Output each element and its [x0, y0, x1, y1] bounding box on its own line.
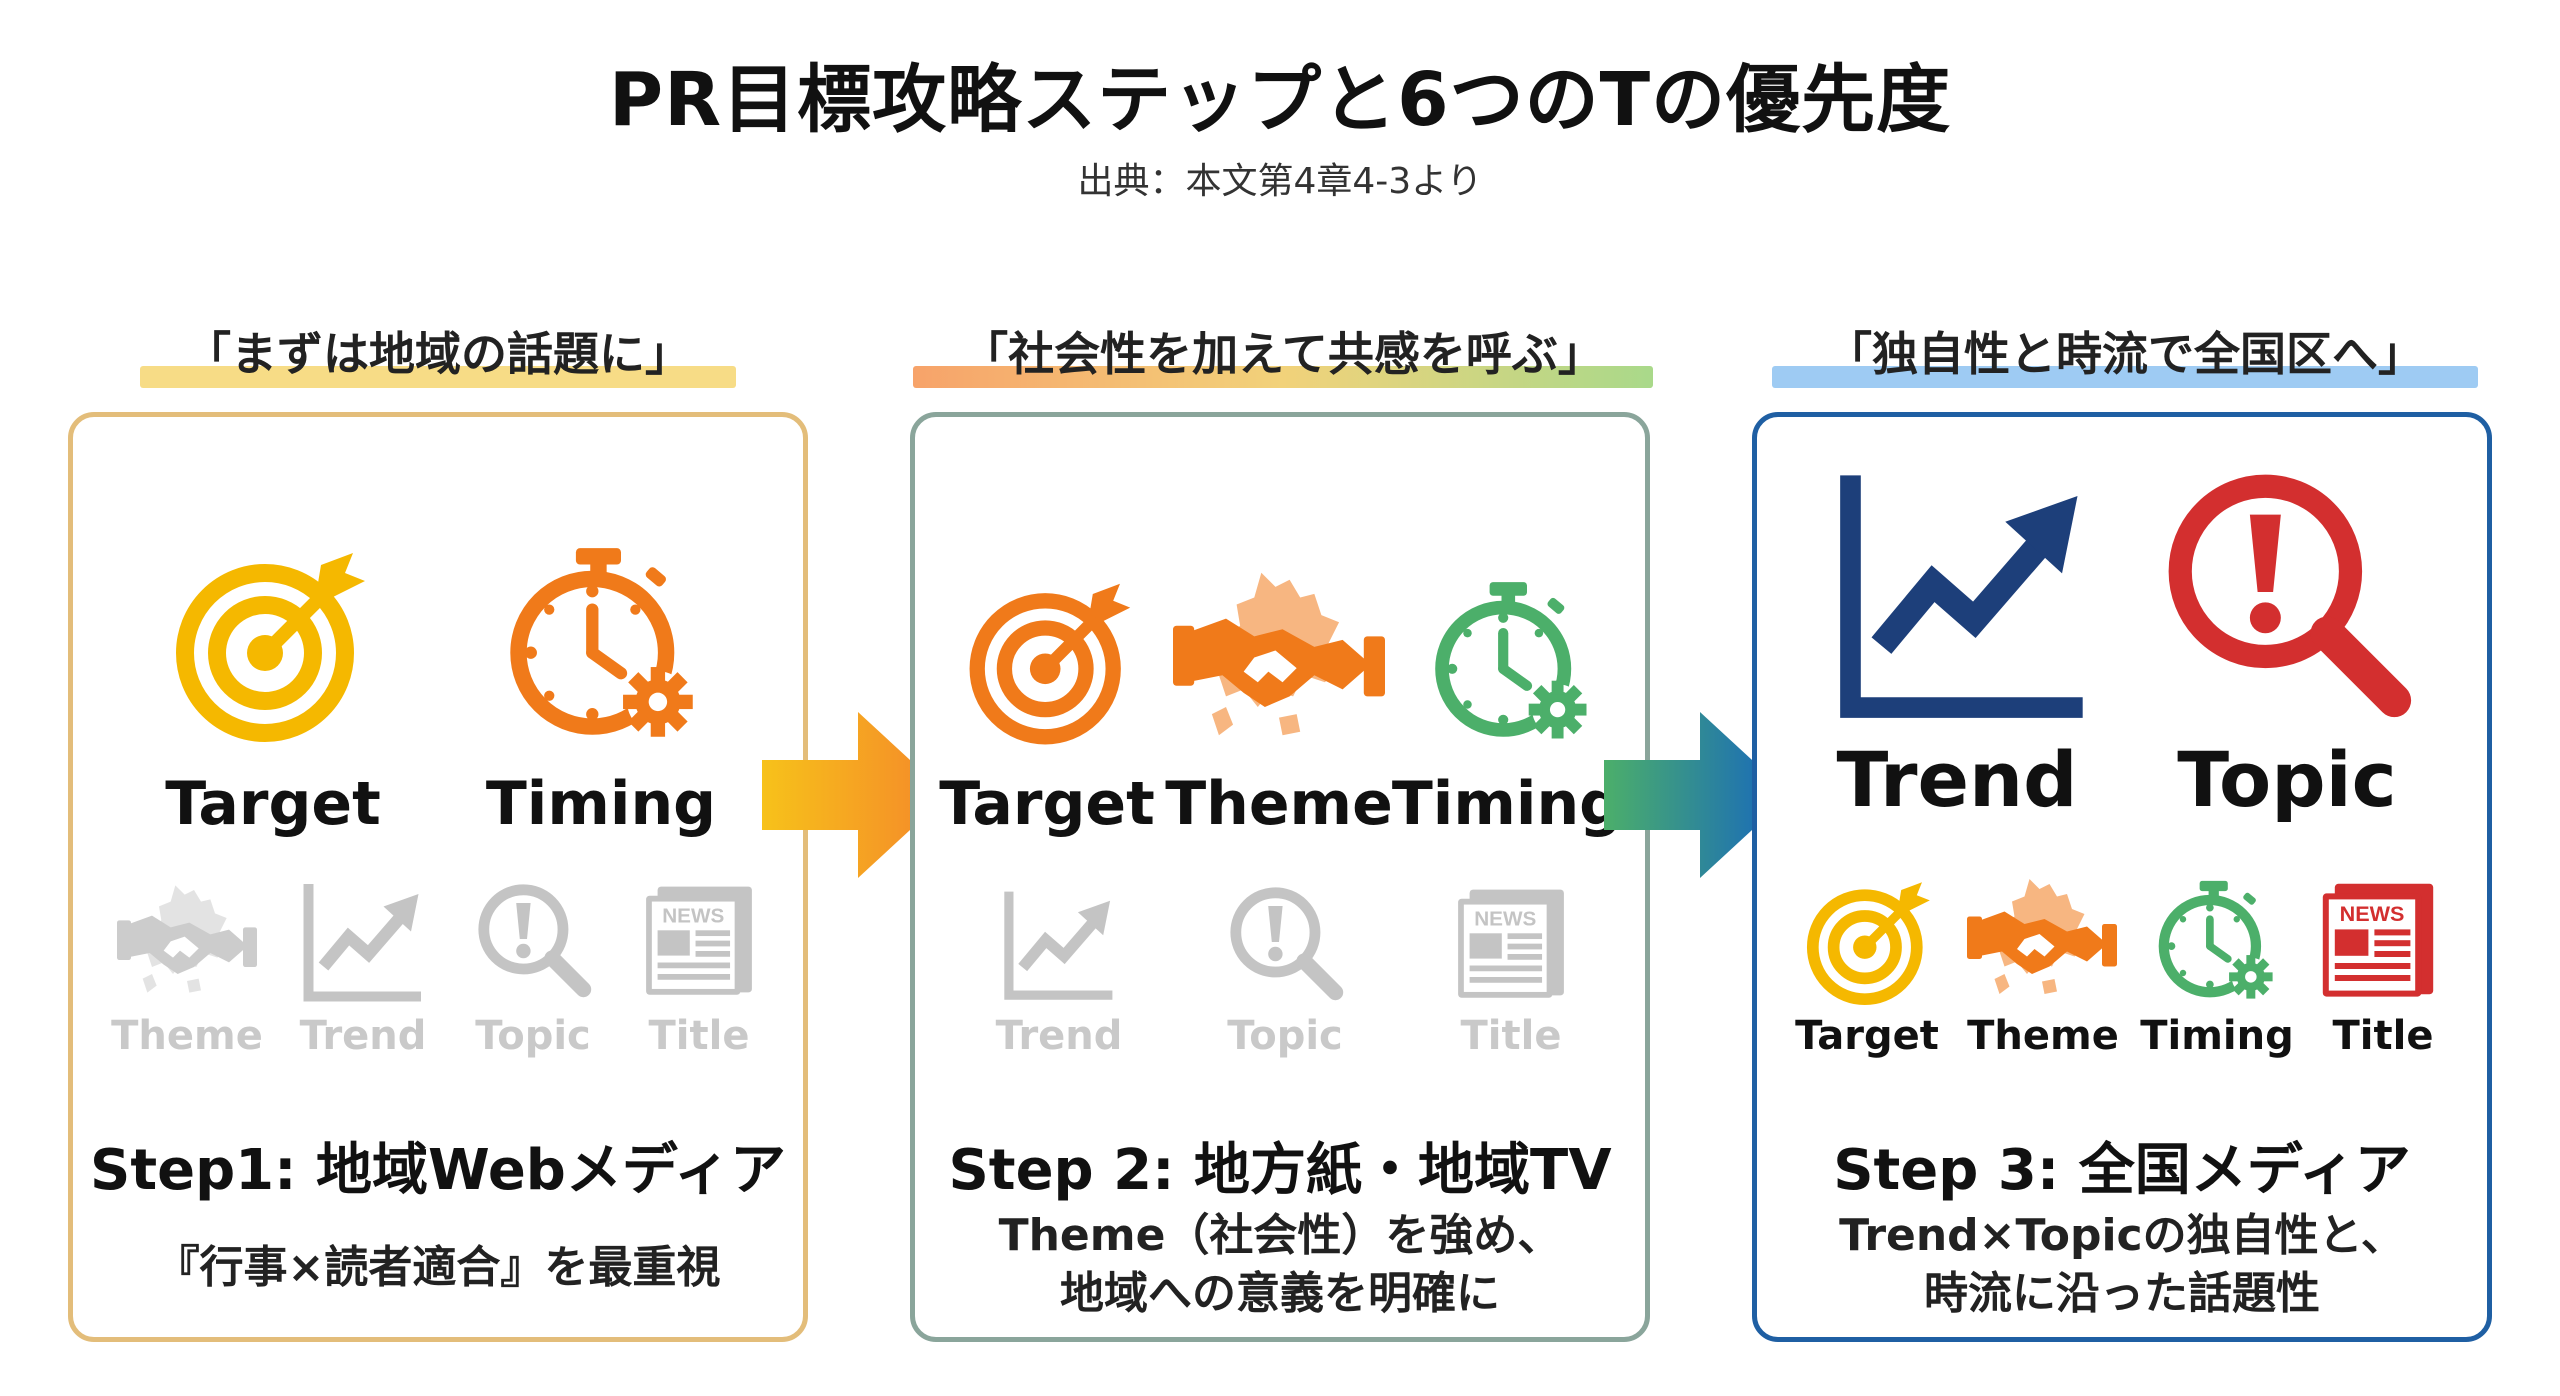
step3-caption-text: 「独自性と時流で全国区へ」 — [1826, 327, 2424, 381]
secondary-label-trend: Trend — [995, 1013, 1123, 1059]
trend-chart-icon — [1829, 465, 2099, 723]
secondary-label-theme: Theme — [111, 1013, 263, 1059]
primary-label-topic: Topic — [2177, 735, 2397, 824]
step2-description-line1: Theme（社会性）を強め、 — [998, 1210, 1562, 1261]
step3-description-line1: Trend×Topicの独自性と、 — [1839, 1210, 2405, 1261]
step1-caption: 「まずは地域の話題に」 — [140, 318, 736, 390]
step2-caption: 「社会性を加えて共感を呼ぶ」 — [913, 318, 1653, 390]
primary-label-timing: Timing — [1391, 769, 1623, 839]
secondary-label-topic: Topic — [1227, 1013, 1343, 1059]
stopwatch-gear-icon — [2151, 877, 2279, 1005]
handshake-icon — [1173, 559, 1385, 749]
step1-caption-text: 「まずは地域の話題に」 — [185, 327, 691, 381]
arrow-step1-to-step2 — [762, 712, 948, 878]
secondary-label-theme: Theme — [1967, 1013, 2119, 1059]
secondary-label-title: Title — [648, 1013, 750, 1059]
handshake-icon — [1967, 869, 2117, 1004]
step2-title: Step 2: 地方紙・地域TV — [948, 1138, 1612, 1203]
handshake-icon — [117, 879, 257, 999]
step2-caption-highlight — [913, 366, 1653, 388]
target-icon — [1805, 877, 1935, 1007]
target-icon — [173, 545, 373, 745]
trend-chart-icon — [301, 879, 426, 1004]
stopwatch-gear-icon — [1425, 577, 1595, 747]
primary-label-timing: Timing — [485, 769, 717, 839]
step1-caption-highlight — [140, 366, 736, 388]
magnifier-exclamation-icon — [1225, 882, 1345, 1002]
trend-chart-icon — [997, 887, 1122, 1002]
secondary-label-target: Target — [1795, 1013, 1939, 1059]
newspaper-icon — [2317, 879, 2439, 999]
secondary-label-topic: Topic — [475, 1013, 591, 1059]
secondary-label-title: Title — [1460, 1013, 1562, 1059]
step3-caption: 「独自性と時流で全国区へ」 — [1772, 318, 2478, 390]
magnifier-exclamation-icon — [2157, 463, 2415, 721]
step1-panel: Target Timing Theme Trend Topic Title St… — [68, 412, 808, 1342]
step2-panel: Target Theme Timing Trend Topic Title St… — [910, 412, 1650, 1342]
primary-label-trend: Trend — [1836, 735, 2078, 824]
step3-description-line2: 時流に沿った話題性 — [1924, 1268, 2320, 1319]
step2-caption-text: 「社会性を加えて共感を呼ぶ」 — [962, 327, 1604, 381]
page-title: PR目標攻略ステップと6つのTの優先度 — [608, 57, 1952, 143]
secondary-label-trend: Trend — [299, 1013, 427, 1059]
secondary-label-timing: Timing — [2140, 1013, 2294, 1059]
arrow-step2-to-step3 — [1604, 712, 1790, 878]
step1-description-line1: 『行事×読者適合』を最重視 — [155, 1242, 721, 1293]
stopwatch-gear-icon — [498, 542, 703, 747]
magnifier-exclamation-icon — [473, 879, 593, 999]
step3-title: Step 3: 全国メディア — [1833, 1138, 2411, 1203]
step3-caption-highlight — [1772, 366, 2478, 388]
primary-label-target: Target — [165, 769, 381, 839]
newspaper-icon — [640, 882, 758, 997]
step1-title: Step1: 地域Webメディア — [90, 1138, 786, 1203]
step3-panel: Trend Topic Target Theme Timing Title St… — [1752, 412, 2492, 1342]
step2-description-line2: 地域への意義を明確に — [1060, 1268, 1500, 1319]
primary-label-target: Target — [939, 769, 1155, 839]
page-subtitle: 出典：本文第4章4-3より — [1077, 161, 1483, 202]
primary-label-theme: Theme — [1165, 769, 1393, 839]
secondary-label-title: Title — [2332, 1013, 2434, 1059]
newspaper-icon — [1452, 885, 1570, 1000]
target-icon — [967, 577, 1137, 747]
